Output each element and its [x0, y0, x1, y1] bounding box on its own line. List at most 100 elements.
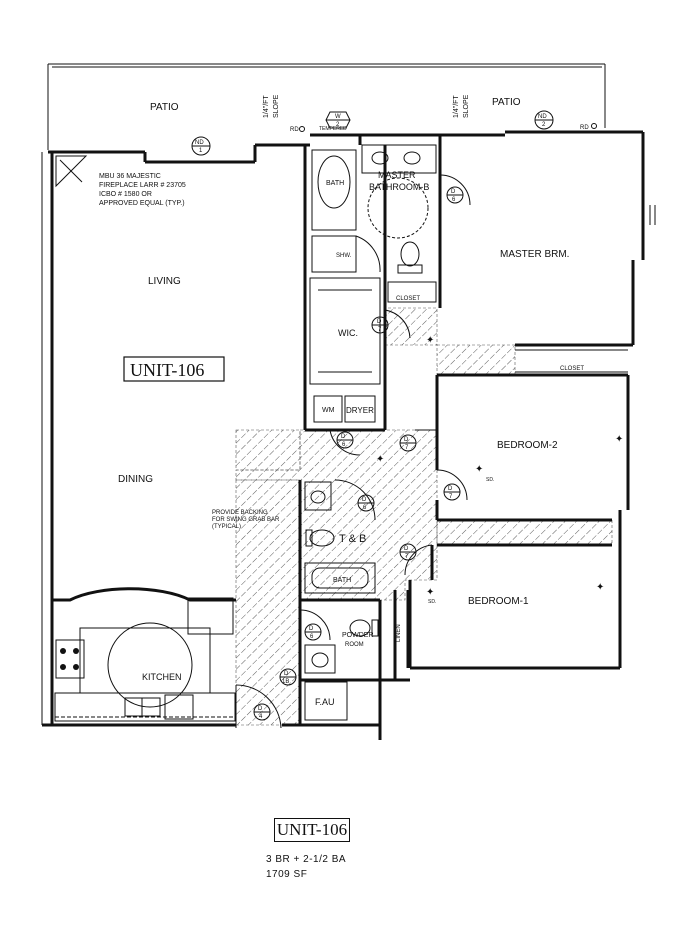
fireplace — [55, 155, 88, 188]
exterior-walls — [41, 132, 656, 740]
svg-text:D: D — [362, 497, 367, 503]
fireplace-note-line-3: ICBO # 1580 OR — [99, 191, 152, 198]
svg-text:7: 7 — [405, 554, 409, 560]
svg-text:7: 7 — [405, 445, 409, 451]
svg-text:6: 6 — [342, 442, 346, 448]
closet-label-right: CLOSET — [560, 366, 584, 372]
window-tag-w2: W 2 — [325, 111, 351, 129]
slope-left-line-2: SLOPE — [273, 94, 280, 118]
svg-text:1: 1 — [199, 148, 203, 154]
living-label: LIVING — [148, 276, 181, 287]
door-swings — [404, 429, 468, 576]
svg-text:7: 7 — [449, 494, 453, 500]
laundry-units — [313, 395, 376, 456]
master-bedroom-label: MASTER BRM. — [500, 249, 569, 260]
svg-text:D: D — [448, 486, 453, 492]
slope-right-line-1: 1/4"/FT — [453, 95, 460, 118]
svg-text:2: 2 — [336, 122, 340, 128]
master-bathroom-label-2: BATHROOM-B — [369, 182, 429, 192]
svg-text:D: D — [341, 434, 346, 440]
door-tag-laundry: D 6 — [336, 431, 354, 449]
svg-text:6: 6 — [363, 505, 367, 511]
svg-text:ND: ND — [538, 114, 547, 120]
svg-text:✦: ✦ — [376, 454, 384, 465]
svg-text:W: W — [335, 114, 341, 120]
tag-nd1: ND 1 — [191, 136, 211, 156]
svg-text:2: 2 — [542, 122, 546, 128]
svg-text:UNIT-106: UNIT-106 — [130, 360, 204, 380]
door-tag-wic: D 7 — [371, 316, 389, 334]
door-tag-hall: D 7 — [399, 434, 417, 452]
svg-text:D: D — [284, 671, 289, 677]
roof-drain-right: RD — [580, 125, 589, 131]
bedroom-1-label: BEDROOM-1 — [468, 596, 529, 607]
door-tag-bedroom1: D 7 — [399, 543, 417, 561]
hall-bath-fixtures — [304, 479, 376, 594]
dining-label: DINING — [118, 474, 153, 485]
svg-text:D: D — [451, 189, 456, 195]
fireplace-note-line-1: MBU 36 MAJESTIC — [99, 173, 161, 180]
svg-text:✦: ✦ — [475, 464, 483, 475]
powder-label-2: ROOM — [345, 642, 364, 648]
unit-area: 1709 SF — [266, 869, 308, 880]
kitchen-fixtures — [52, 587, 236, 722]
svg-text:✦: ✦ — [426, 587, 434, 598]
svg-text:D: D — [309, 626, 314, 632]
door-tag-master: D 6 — [446, 186, 464, 204]
door-tag-entry: D 4 — [253, 703, 271, 721]
tempered-note: TEMPERED — [319, 126, 347, 132]
patio-right-label: PATIO — [492, 97, 521, 108]
svg-text:D: D — [404, 437, 409, 443]
washer-label: WM — [322, 407, 335, 414]
tag-nd2: ND 2 — [534, 110, 554, 130]
door-tag-tb: D 6 — [357, 494, 375, 512]
roof-drain-left: RD — [290, 127, 299, 133]
svg-text:6: 6 — [310, 634, 314, 640]
svg-text:✦: ✦ — [426, 335, 434, 346]
fixture-labels: BATH SHW. CLOSET CLOSET WM DRYER BATH PO… — [315, 180, 584, 707]
dryer-label: DRYER — [346, 406, 374, 415]
linen-label: LINEN — [396, 624, 402, 642]
slope-right-line-2: SLOPE — [463, 94, 470, 118]
svg-text:D: D — [258, 706, 263, 712]
patio-outline — [47, 63, 643, 164]
door-tag-powder: D 6 — [304, 623, 322, 641]
annotation-notes: MBU 36 MAJESTIC FIREPLACE LARR # 23705 I… — [99, 94, 597, 605]
backing-note-line-2: FOR SWING GRAB BAR — [212, 517, 280, 523]
svg-text:1B: 1B — [282, 679, 289, 685]
ceiling-fixture-marks: ✦ ✦ ✦ ✦ ✦ ✦ — [376, 335, 623, 598]
hallway-tile-area — [235, 307, 613, 726]
master-bathroom-fixtures — [311, 144, 471, 339]
powder-label-1: POWDER — [342, 632, 374, 639]
entry-door — [235, 684, 282, 729]
svg-text:D: D — [377, 319, 382, 325]
svg-text:D: D — [404, 546, 409, 552]
interior-walls — [298, 135, 633, 725]
smoke-detector-bed2: SD. — [486, 477, 494, 483]
fau-label: F.AU — [315, 697, 335, 707]
svg-text:✦: ✦ — [615, 434, 623, 445]
fireplace-note-line-2: FIREPLACE LARR # 23705 — [99, 182, 186, 189]
door-tag-bedroom2: D 7 — [443, 483, 461, 501]
closet-label-small: CLOSET — [396, 296, 420, 302]
footer-unit-label: UNIT-106 — [274, 818, 350, 842]
room-labels: PATIO PATIO LIVING DINING KITCHEN MASTER… — [118, 97, 569, 682]
plan-unit-label: UNIT-106 — [123, 356, 225, 382]
door-tag-fau: D 1B — [279, 668, 297, 686]
svg-text:6: 6 — [452, 197, 456, 203]
svg-text:4: 4 — [259, 714, 263, 720]
svg-text:✦: ✦ — [596, 582, 604, 593]
slope-left-line-1: 1/4"/FT — [263, 95, 270, 118]
wic-label: WIC. — [338, 328, 358, 338]
fireplace-note-line-4: APPROVED EQUAL (TYP.) — [99, 200, 185, 207]
unit-summary: 3 BR + 2-1/2 BA — [266, 854, 347, 865]
master-bathroom-label-1: MASTER — [378, 170, 416, 180]
svg-text:ND: ND — [195, 140, 204, 146]
backing-note-line-1: PROVIDE BACKING — [212, 510, 268, 516]
master-bath-tub-label: BATH — [326, 180, 344, 187]
tb-label: T & B — [339, 533, 366, 545]
patio-left-label: PATIO — [150, 102, 179, 113]
shower-label: SHW. — [336, 253, 352, 259]
bedroom-2-label: BEDROOM-2 — [497, 440, 558, 451]
